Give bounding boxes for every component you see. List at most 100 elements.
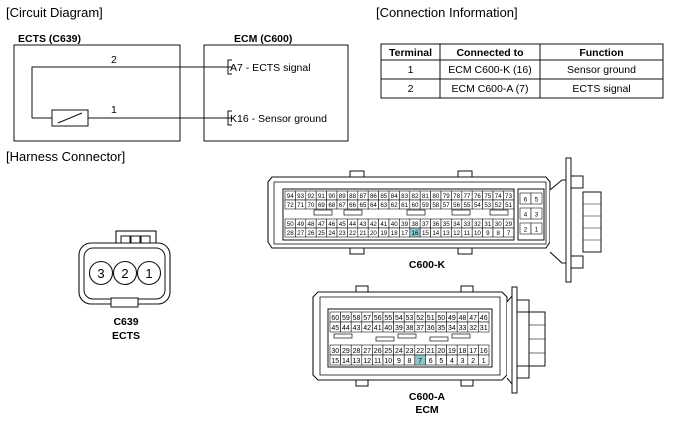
c600k-pin-number: 91 bbox=[318, 193, 325, 200]
c600a-lever-pivot-bottom bbox=[516, 365, 530, 379]
c600a-pin-number: 34 bbox=[448, 325, 456, 332]
harness-connector-heading: [Harness Connector] bbox=[6, 149, 125, 164]
c600k-pin-number: 7 bbox=[507, 230, 511, 237]
c600a-pin-number: 21 bbox=[427, 348, 435, 355]
c600a-pin-number: 32 bbox=[469, 325, 477, 332]
c600k-side-pin-number: 6 bbox=[524, 197, 528, 204]
c600k-pin-number: 18 bbox=[391, 230, 398, 237]
c600k-pin-number: 69 bbox=[318, 202, 325, 209]
c600a-pin-number: 17 bbox=[469, 348, 477, 355]
c600k-pin-number: 80 bbox=[432, 193, 439, 200]
c600a-pin-number: 42 bbox=[363, 325, 371, 332]
c600a-pin-number: 52 bbox=[416, 315, 424, 322]
table-cell: ECM C600-K (16) bbox=[448, 64, 531, 76]
ects-connector-id: C639 bbox=[113, 316, 138, 328]
c600a-pin-number: 48 bbox=[459, 315, 467, 322]
c600k-pin-number: 86 bbox=[370, 193, 377, 200]
c600a-pin-number: 16 bbox=[480, 348, 488, 355]
c600k-pin-number: 39 bbox=[401, 221, 408, 228]
c600k-pin-number: 61 bbox=[401, 202, 408, 209]
c600k-key-rib bbox=[406, 209, 426, 216]
ecm-pin-a7-marker bbox=[227, 59, 232, 75]
table-cell: 2 bbox=[408, 83, 414, 95]
c600k-pin-number: 25 bbox=[318, 230, 325, 237]
c600k-pin-number: 29 bbox=[505, 221, 512, 228]
c600k-pin-number: 87 bbox=[360, 193, 367, 200]
c600a-pin-number: 24 bbox=[395, 348, 403, 355]
c600k-pin-number: 15 bbox=[422, 230, 429, 237]
table-frame bbox=[380, 43, 664, 99]
c600k-pin-number: 52 bbox=[495, 202, 502, 209]
c600a-pin-number: 30 bbox=[331, 348, 339, 355]
c600k-pin-number: 26 bbox=[308, 230, 315, 237]
c600k-pin-number: 9 bbox=[486, 230, 490, 237]
c600a-pin-number: 56 bbox=[374, 315, 382, 322]
c600k-pin-number: 59 bbox=[422, 202, 429, 209]
c600a-pin-number: 33 bbox=[459, 325, 467, 332]
c600a-pin-number: 39 bbox=[395, 325, 403, 332]
c600k-pin-number: 43 bbox=[360, 221, 367, 228]
ects-key bbox=[110, 297, 139, 308]
wire-pin-2-label: 2 bbox=[111, 54, 117, 66]
c600k-pin-number: 62 bbox=[391, 202, 398, 209]
ects-pin-number: 1 bbox=[145, 266, 152, 281]
c600a-pin-number: 38 bbox=[406, 325, 414, 332]
connection-info-heading: [Connection Information] bbox=[376, 5, 518, 20]
c600a-top-tab-left bbox=[355, 285, 369, 293]
c600k-pin-number: 8 bbox=[496, 230, 500, 237]
c600a-pin-number: 22 bbox=[416, 348, 424, 355]
ecm-pin-k16-marker bbox=[227, 110, 232, 126]
table-cell: ECM C600-A (7) bbox=[451, 83, 528, 95]
c600k-pin-number: 47 bbox=[318, 221, 325, 228]
c600k-pin-number: 81 bbox=[422, 193, 429, 200]
c600k-side-pin-cell bbox=[530, 207, 543, 220]
c600k-pin-number: 21 bbox=[360, 230, 367, 237]
c600k-pin-number: 85 bbox=[380, 193, 387, 200]
c600k-pin-number: 72 bbox=[287, 202, 294, 209]
c600k-pin-number: 76 bbox=[474, 193, 481, 200]
ecm-box bbox=[203, 44, 349, 142]
c600k-pin-number: 88 bbox=[349, 193, 356, 200]
ects-pin-number: 2 bbox=[121, 266, 128, 281]
c600a-pin-number: 19 bbox=[448, 348, 456, 355]
c600k-top-tab-left bbox=[349, 170, 365, 178]
c600k-pin-number: 71 bbox=[297, 202, 304, 209]
ects-pin-cavity bbox=[88, 260, 114, 286]
c600a-pin-number: 8 bbox=[408, 358, 412, 365]
c600k-pin-number: 12 bbox=[453, 230, 460, 237]
c600a-pin-number: 43 bbox=[353, 325, 361, 332]
c600k-pin-number: 56 bbox=[453, 202, 460, 209]
c600k-pin-number: 23 bbox=[339, 230, 346, 237]
c600a-pin-cell bbox=[478, 354, 490, 366]
c600k-pin-number: 42 bbox=[370, 221, 377, 228]
c600a-pin-number: 36 bbox=[427, 325, 435, 332]
table-cell: Sensor ground bbox=[567, 64, 636, 76]
c600a-pin-number: 51 bbox=[427, 315, 435, 322]
c600a-pin-number: 13 bbox=[353, 358, 361, 365]
c600a-pin-number: 45 bbox=[331, 325, 339, 332]
c600a-pin-number: 60 bbox=[331, 315, 339, 322]
c600a-ecm-label: ECM bbox=[415, 404, 439, 416]
c600k-lever-pivot-top bbox=[570, 175, 584, 189]
c600a-bottom-tab-left bbox=[355, 379, 369, 387]
circuit-diagram-heading: [Circuit Diagram] bbox=[6, 5, 103, 20]
c600k-pin-number: 11 bbox=[464, 230, 471, 237]
c600a-pin-number: 44 bbox=[342, 325, 350, 332]
c600k-pin-number: 40 bbox=[391, 221, 398, 228]
c600k-side-pin-number: 2 bbox=[524, 227, 528, 234]
c600a-key-rib bbox=[429, 336, 449, 342]
c600k-pin-number: 33 bbox=[464, 221, 471, 228]
c600k-pin-number: 55 bbox=[464, 202, 471, 209]
c600k-pin-number: 22 bbox=[349, 230, 356, 237]
c600a-pin-number: 1 bbox=[482, 358, 486, 365]
c600k-pin-number: 48 bbox=[308, 221, 315, 228]
c600a-key-rib bbox=[333, 333, 353, 339]
c600a-pin-number: 35 bbox=[437, 325, 445, 332]
c600k-pin-number: 38 bbox=[412, 221, 419, 228]
c600k-pin-number: 20 bbox=[370, 230, 377, 237]
c600k-pin-number: 65 bbox=[360, 202, 367, 209]
